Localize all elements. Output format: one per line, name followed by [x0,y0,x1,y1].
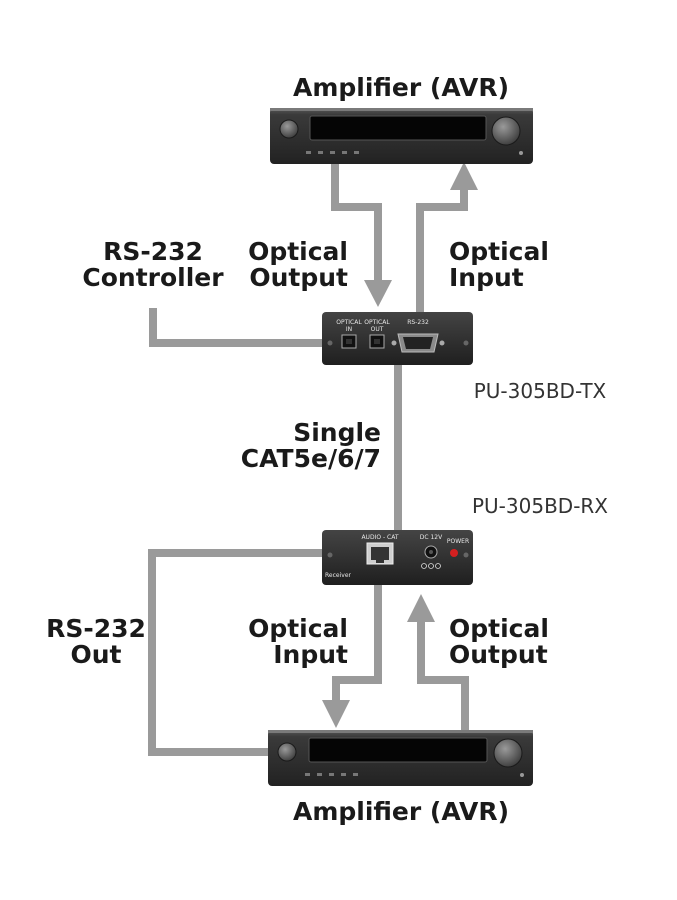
rx-port-audio-cat-label: AUDIO - CAT [361,534,398,541]
arrow-down-icon [364,280,392,307]
label-optical-input-bottom-line2: Input [273,640,348,669]
label-optical-input-bottom: Optical Input [248,614,348,669]
rx-model-label: PU-305BD-RX [472,494,608,518]
rx-receiver-label: Receiver [325,572,351,579]
display-panel [309,115,487,141]
label-rs232-controller-line2: Controller [82,263,224,292]
tx-unit: OPTICAL IN OPTICAL OUT RS-232 [322,312,473,365]
cable-rs232-controller [149,308,322,347]
label-optical-input-top: Optical Input [449,237,549,292]
cable-optical-input-top [416,190,468,312]
rx-power-label: POWER [447,538,469,545]
bottom-amplifier [268,730,533,786]
label-optical-output-top: Optical Output [248,237,348,292]
polarity-icon [421,563,441,569]
tx-model-label: PU-305BD-TX [474,379,607,403]
volume-knob-icon [491,116,521,146]
cable-group [148,160,469,756]
label-optical-output-top-line2: Output [249,263,348,292]
tx-port-rs232-label: RS-232 [407,319,429,326]
arrow-up-icon [450,162,478,190]
top-amplifier-title: Amplifier (AVR) [293,73,509,102]
label-rs232-out-line2: Out [70,640,121,669]
label-cable-line1: Single [293,418,381,447]
knob-icon [279,119,299,139]
volume-knob-icon [493,738,523,768]
bottom-amplifier-title: Amplifier (AVR) [293,797,509,826]
tx-port-optical-in-sub: IN [346,326,352,333]
label-optical-input-bottom-line1: Optical [248,614,348,643]
label-rs232-out-line1: RS-232 [46,614,146,643]
rx-unit: AUDIO - CAT DC 12V POWER Receiver [322,530,473,585]
label-optical-output-bottom: Optical Output [449,614,549,669]
arrow-up-icon [407,594,435,622]
power-led-icon [450,549,458,557]
label-rs232-controller-line1: RS-232 [103,237,203,266]
display-panel [308,737,488,763]
label-rs232-controller: RS-232 Controller [82,237,224,292]
label-optical-output-bottom-line1: Optical [449,614,549,643]
cable-rs232-out [148,549,322,756]
arrow-down-icon [322,700,350,728]
label-cable: Single CAT5e/6/7 [241,418,381,473]
label-optical-input-top-line2: Input [449,263,524,292]
label-optical-input-top-line1: Optical [449,237,549,266]
top-amplifier [270,108,533,164]
cable-optical-output-top [331,160,382,280]
tx-port-optical-in-label: OPTICAL [336,319,362,326]
label-cable-line2: CAT5e/6/7 [241,444,381,473]
label-rs232-out: RS-232 Out [46,614,146,669]
knob-icon [277,742,297,762]
rx-port-dc-label: DC 12V [420,534,443,541]
tx-port-optical-out-sub: OUT [371,326,384,333]
arrowhead-group [322,162,478,728]
cable-optical-output-bottom [417,622,469,735]
cable-optical-input-bottom [332,585,382,700]
label-optical-output-top-line1: Optical [248,237,348,266]
tx-port-optical-out-label: OPTICAL [364,319,390,326]
label-optical-output-bottom-line2: Output [449,640,548,669]
